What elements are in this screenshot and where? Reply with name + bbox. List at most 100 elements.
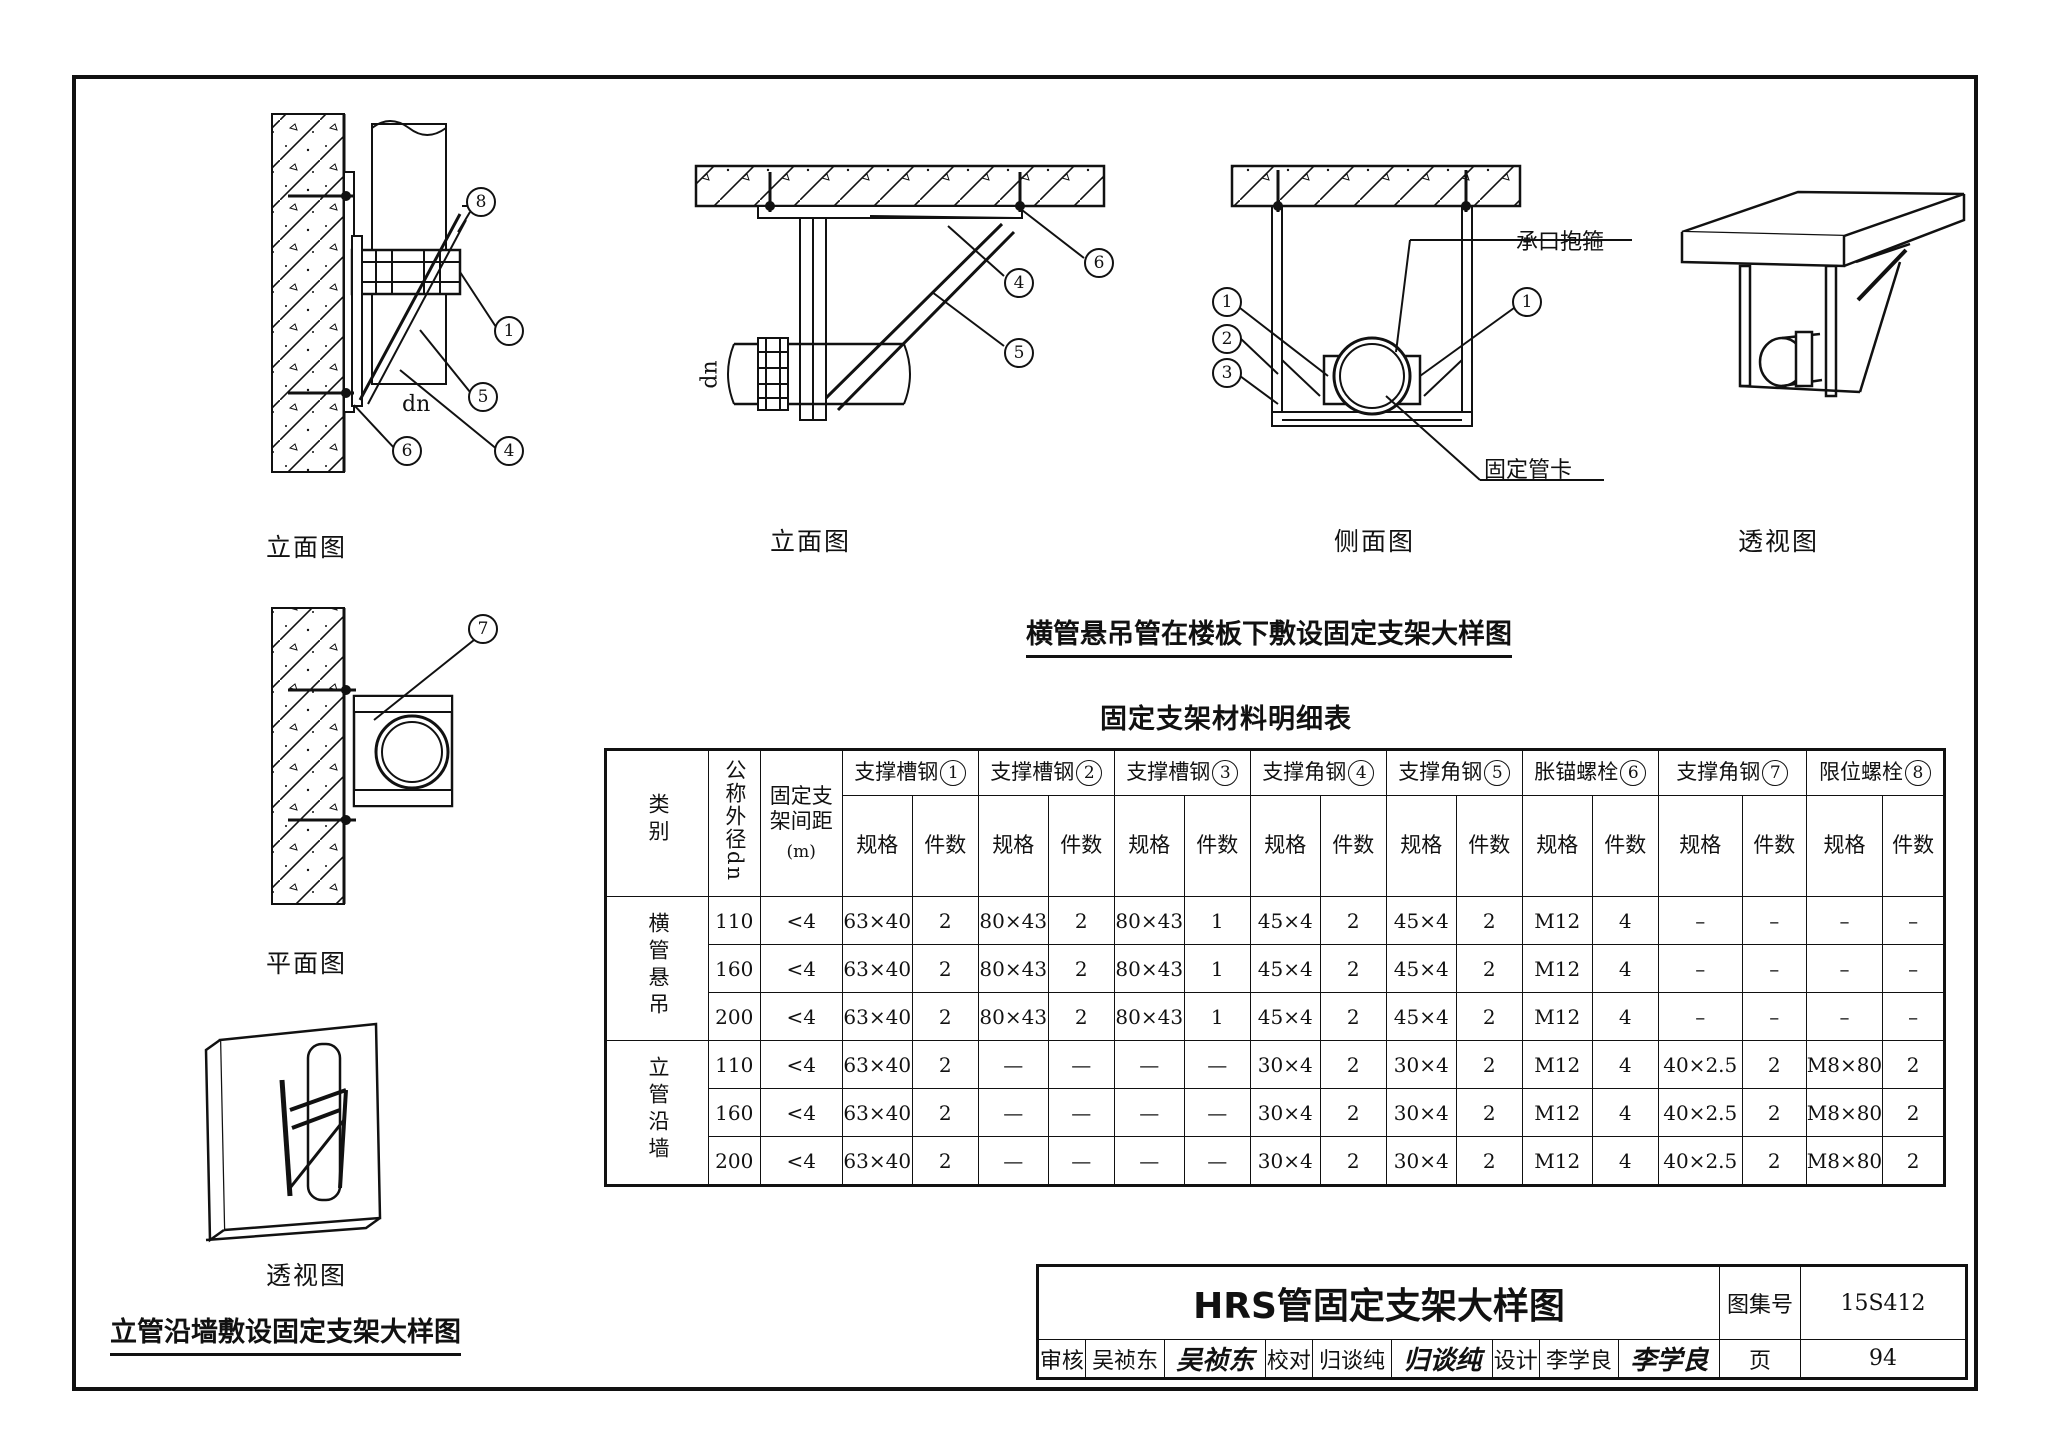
qty-cell: 2 [1319, 992, 1387, 1041]
qty-cell: 2 [1741, 1040, 1807, 1089]
qty-cell: 4 [1591, 944, 1659, 993]
view-label-wall-perspective: 透视图 [266, 1261, 348, 1290]
pipe-dn-label: dn [697, 360, 723, 389]
header-qty: 件数 [1741, 795, 1807, 897]
qty-cell: – [1882, 944, 1946, 993]
spec-cell: 63×40 [841, 992, 913, 1041]
checker-name: 归谈纯 [1311, 1339, 1393, 1379]
dn-cell: 110 [707, 896, 761, 945]
spacing-cell: <4 [759, 1040, 843, 1089]
spec-cell: M12 [1521, 896, 1593, 945]
spec-cell: M12 [1521, 944, 1593, 993]
page-number: 94 [1800, 1339, 1967, 1379]
spec-cell: 63×40 [841, 1136, 913, 1186]
qty-cell: 2 [1455, 992, 1523, 1041]
header-qty: 件数 [1319, 795, 1387, 897]
qty-cell: 2 [1882, 1136, 1946, 1186]
spec-cell: 40×2.5 [1657, 1136, 1743, 1186]
spacing-cell: <4 [759, 1088, 843, 1137]
qty-cell: 2 [1319, 1088, 1387, 1137]
spec-cell: 30×4 [1249, 1088, 1321, 1137]
qty-cell: 2 [911, 1040, 979, 1089]
view-label-ceiling-elevation: 立面图 [770, 527, 852, 556]
qty-cell: 2 [1319, 944, 1387, 993]
header-spec: 规格 [977, 795, 1049, 897]
spec-cell: 80×43 [1113, 944, 1185, 993]
spec-cell: — [977, 1088, 1049, 1137]
view-label-wall-elevation: 立面图 [266, 533, 348, 562]
header-spec: 规格 [1521, 795, 1593, 897]
header-category: 类别 [605, 749, 709, 897]
qty-cell: — [1183, 1040, 1251, 1089]
qty-cell: 4 [1591, 1040, 1659, 1089]
qty-cell: – [1741, 896, 1807, 945]
drawing-title: HRS管固定支架大样图 [1037, 1265, 1720, 1340]
check-label: 校对 [1265, 1339, 1313, 1379]
group-label: 支撑角钢 [1676, 759, 1761, 784]
qty-cell: 2 [1455, 1136, 1523, 1186]
spec-cell: – [1657, 896, 1743, 945]
group-label: 支撑槽钢 [854, 759, 939, 784]
spec-cell: 30×4 [1249, 1136, 1321, 1186]
dn-cell: 110 [707, 1040, 761, 1089]
qty-cell: 4 [1591, 1088, 1659, 1137]
wall-elevation-drawing [271, 113, 499, 473]
page-label: 页 [1719, 1339, 1801, 1379]
spec-cell: M12 [1521, 1136, 1593, 1186]
qty-cell: 1 [1183, 992, 1251, 1041]
spec-cell: 80×43 [1113, 896, 1185, 945]
qty-cell: 2 [1741, 1088, 1807, 1137]
qty-cell: 4 [1591, 896, 1659, 945]
header-spec: 规格 [841, 795, 913, 897]
qty-cell: — [1183, 1136, 1251, 1186]
group-label: 支撑角钢 [1398, 759, 1483, 784]
socket-clamp-label: 承口抱箍 [1516, 230, 1605, 255]
qty-cell: 1 [1183, 944, 1251, 993]
header-spec: 规格 [1805, 795, 1884, 897]
spec-cell: 80×43 [977, 992, 1049, 1041]
view-label-ceiling-perspective: 透视图 [1738, 527, 1820, 556]
qty-cell: 2 [1455, 896, 1523, 945]
callout-8: 8 [466, 187, 496, 217]
qty-cell: 2 [1455, 1088, 1523, 1137]
qty-cell: 2 [1455, 1040, 1523, 1089]
spec-cell: M12 [1521, 992, 1593, 1041]
spec-cell: 40×2.5 [1657, 1088, 1743, 1137]
spec-cell: — [1113, 1040, 1185, 1089]
spec-cell: 45×4 [1249, 944, 1321, 993]
wall-perspective-drawing [204, 1022, 382, 1243]
designer-name: 李学良 [1538, 1339, 1620, 1379]
wall-detail-title: 立管沿墙敷设固定支架大样图 [110, 1310, 461, 1356]
pipe-dn-label: dn [402, 392, 431, 417]
qty-cell: 2 [1047, 992, 1115, 1041]
spec-cell: 63×40 [841, 1088, 913, 1137]
qty-cell: 2 [1319, 896, 1387, 945]
group-label: 限位螺栓 [1818, 759, 1903, 784]
qty-cell: 1 [1183, 896, 1251, 945]
qty-cell: – [1741, 944, 1807, 993]
spec-cell: 45×4 [1385, 944, 1457, 993]
group-label: 支撑槽钢 [990, 759, 1075, 784]
callout-7: 7 [468, 614, 498, 644]
ceiling-elevation-drawing [694, 164, 1106, 421]
reviewer-name: 吴祯东 [1084, 1339, 1166, 1379]
spec-cell: 45×4 [1249, 896, 1321, 945]
dn-cell: 200 [707, 992, 761, 1041]
spec-cell: 63×40 [841, 1040, 913, 1089]
spec-cell: 80×43 [1113, 992, 1185, 1041]
header-qty: 件数 [911, 795, 979, 897]
group-number-badge: 7 [1762, 760, 1789, 787]
qty-cell: – [1882, 992, 1946, 1041]
spec-cell: – [1805, 896, 1884, 945]
category-cell: 立管沿墙 [605, 1040, 709, 1186]
spec-cell: — [977, 1136, 1049, 1186]
